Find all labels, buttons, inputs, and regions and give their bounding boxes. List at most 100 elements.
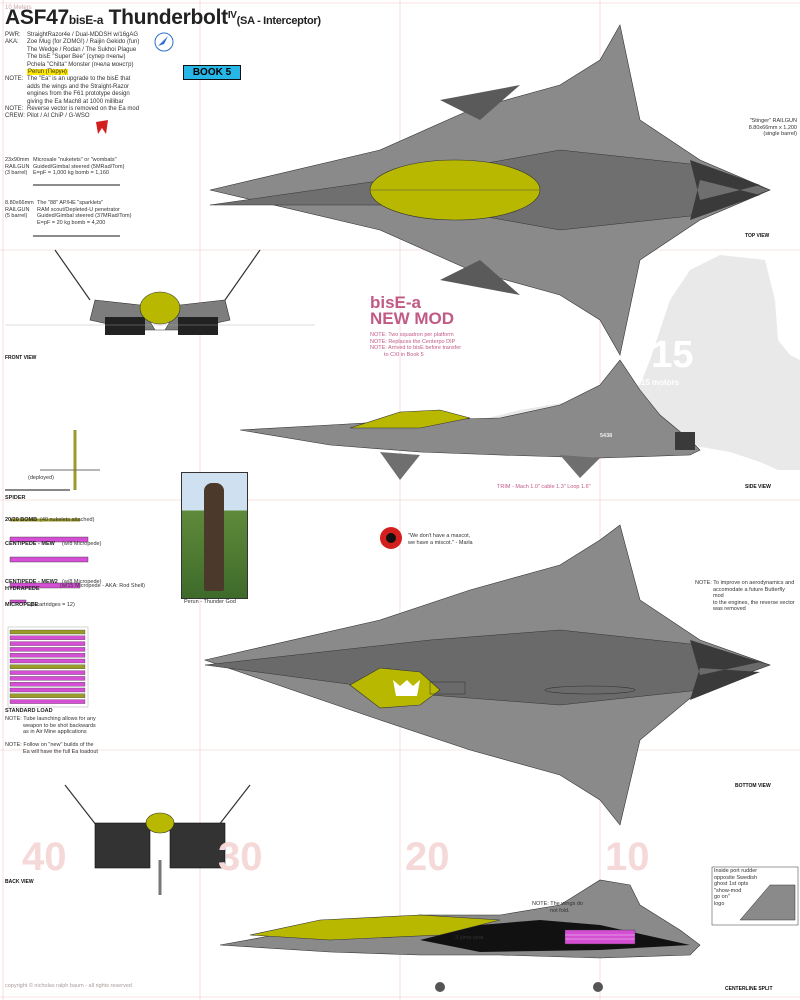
centerline-split-label: CENTERLINE SPLIT <box>725 986 773 992</box>
load-tube <box>9 647 86 652</box>
load-tube <box>9 658 86 664</box>
spec-key: NOTE: <box>5 106 24 113</box>
spec-key: NOTE: <box>5 76 24 83</box>
standard-load-label: STANDARD LOAD <box>5 708 53 714</box>
railgun1-spec: 23x90mm <box>5 157 30 163</box>
railgun2-l3: Guided/Gimbal steered (37MRad/Tom) <box>37 213 132 220</box>
spec-value-text: Perun (Перун) <box>27 69 68 76</box>
page-title: ASF47bisE-a ThunderboltIV(SA - Intercept… <box>5 6 321 30</box>
load-tube <box>9 699 86 704</box>
spec-value-text: Zoe Mug (for ZOMG!) / Raijin Gekido (fun… <box>27 39 140 46</box>
weapon-name: CENTIPEDE - MEW <box>5 541 55 547</box>
spec-value-text: adds the wings and the Straight-Razor <box>27 83 130 90</box>
weapon-note: (deployed) <box>28 475 54 481</box>
weapon-name: 20/20 BOMB <box>5 517 38 523</box>
load-tube <box>9 635 86 640</box>
spec-row: PWR: StraightRazor4e / Dual-MDDSH w/16gAG <box>5 32 197 39</box>
spec-value-text: The "Ea" is an upgrade to the bisE that <box>27 76 131 83</box>
spec-value-text: The bisE "Super Bee" (супер пчелы) <box>27 54 126 61</box>
spec-row: CREW:Pilot / AI ChiP / G-WSO <box>5 113 197 120</box>
perun-photo <box>181 472 248 599</box>
newmod-n4: to CXI in Book 5 <box>384 351 424 358</box>
railgun2-l4: E=pF = 20 kg bomb = 4,200 <box>37 219 106 226</box>
load-tube <box>9 653 86 658</box>
spec-value: The Wedge / Rodan / The Sukhoi Plague <box>27 47 197 54</box>
spec-value-text: StraightRazor4e / Dual-MDDSH w/16gAG <box>27 32 139 38</box>
spec-row: NOTE:Reverse vector is removed on the Ea… <box>5 106 197 113</box>
rudder-note-l1: Inside port rudder <box>714 868 758 874</box>
spec-value: StraightRazor4e / Dual-MDDSH w/16gAG <box>27 32 197 39</box>
spec-value: Perun (Перун) <box>27 69 197 76</box>
bottom-view-aircraft <box>203 524 771 826</box>
book-badge: BOOK 5 <box>183 65 241 80</box>
rudder-note: Inside port rudder opposite Swedish ghos… <box>714 868 757 908</box>
rudder-note-l4: "show-mod <box>714 887 742 894</box>
copyright: copyright © nicholas ralph baum - all ri… <box>5 983 132 989</box>
railgun2-desc: The "88" AP/HE "sparklets" RAM scout/Dep… <box>37 200 131 226</box>
spec-value: Pchela "Chilta" Monster (пчела монстр) <box>27 62 197 69</box>
jump-seat-label: 3 jump seat <box>455 935 484 941</box>
bottom-note-l4: was removed <box>713 606 746 613</box>
f15-label: F15 <box>628 334 694 376</box>
spec-row: adds the wings and the Straight-Razor <box>5 84 197 91</box>
back-view-label: BACK VIEW <box>5 879 34 885</box>
front-view-label: FRONT VIEW <box>5 355 37 361</box>
load-note-line <box>5 736 98 743</box>
stinger-note: "Stinger" RAILGUN 8.80x66mm x 1,200 (sin… <box>735 118 797 138</box>
newmod-l1: bisE-a <box>370 293 422 312</box>
rudder-note-l3: ghost 1st opts <box>714 881 749 888</box>
ruler-40: 40 <box>22 835 67 879</box>
squadron-crest-icon <box>154 32 174 52</box>
newmod-n2: NOTE: Replaces the Centerpo DIP <box>370 338 456 345</box>
weapon-note: (6 cartridges = 12) <box>30 602 75 608</box>
front-view-aircraft <box>5 249 315 335</box>
rudder-note-l2: opposite Swedish <box>714 874 758 881</box>
railgun2-l1: The "88" AP/HE "sparklets" <box>37 200 104 206</box>
top-view-aircraft <box>209 24 771 356</box>
top-view-label: TOP VIEW <box>745 233 770 239</box>
title-name: Thunderbolt <box>108 6 228 29</box>
stinger-l1: "Stinger" RAILGUN <box>749 118 797 124</box>
spec-row: AKA:Zoe Mug (for ZOMG!) / Raijin Gekido … <box>5 39 197 46</box>
spec-row: giving the Ea Mach8 at 1000 millibar <box>5 99 197 106</box>
railgun1-l1: Microsale "nuketets" or "wombats" <box>33 157 117 163</box>
load-tube <box>9 682 86 687</box>
mascot-quote: "We don't have a mascot, we have a misco… <box>408 533 473 546</box>
railgun2-label: 8.80x66mm RAILGUN (5 barrel) <box>5 200 34 220</box>
spec-value-text: giving the Ea Mach8 at 1000 millibar <box>27 98 124 105</box>
wings-note-l2: not fold. <box>550 907 570 914</box>
spec-value: The bisE "Super Bee" (супер пчелы) <box>27 54 197 61</box>
spec-value-text: engines from the F61 prototype design <box>27 91 130 98</box>
weapon-note: (40 nukelets attached) <box>40 517 95 523</box>
weapon-name: HYDRAPEDE <box>5 586 40 592</box>
spec-value: adds the wings and the Straight-Razor <box>27 84 197 91</box>
wings-note: NOTE: The wings do not fold. <box>532 901 583 914</box>
spec-key: CREW: <box>5 113 25 120</box>
load-tube <box>9 641 86 646</box>
back-view-aircraft <box>64 784 251 895</box>
weapon-name: MICROPEDE <box>5 602 39 608</box>
stinger-l3: (single barrel) <box>763 131 797 138</box>
spec-row: The bisE "Super Bee" (супер пчелы) <box>5 54 197 61</box>
weapon-note: (w/8 Micropede) <box>62 579 102 585</box>
newmod-notes: NOTE: Two squadron per platform NOTE: Re… <box>370 332 461 358</box>
load-tube <box>9 676 86 681</box>
spec-value-text: Pchela "Chilta" Monster (пчела монстр) <box>27 61 134 68</box>
spec-value: Zoe Mug (for ZOMG!) / Raijin Gekido (fun… <box>27 39 197 46</box>
railgun2-l2: RAM scout/Depleted-U penetrator <box>37 206 120 213</box>
wings-note-l1: NOTE: The wings do <box>532 901 583 907</box>
spec-row: The Wedge / Rodan / The Sukhoi Plague <box>5 47 197 54</box>
load-tube <box>9 670 86 675</box>
spec-key: PWR: <box>5 32 21 38</box>
weapon-name: CENTIPEDE - MEW2 <box>5 579 58 585</box>
rudder-note-l5: go on" <box>714 894 730 901</box>
f15-motors-label: - 15 motors <box>636 378 680 387</box>
railgun2-spec: 8.80x66mm <box>5 200 34 206</box>
spec-list: PWR: StraightRazor4e / Dual-MDDSH w/16gAG… <box>5 32 197 121</box>
bottom-note: NOTE: To improve on aerodynamics and acc… <box>695 580 797 613</box>
spec-value: The "Ea" is an upgrade to the bisE that <box>27 76 197 83</box>
spec-row: Perun (Перун) <box>5 69 197 76</box>
title-role: (SA - Interceptor) <box>236 15 321 27</box>
